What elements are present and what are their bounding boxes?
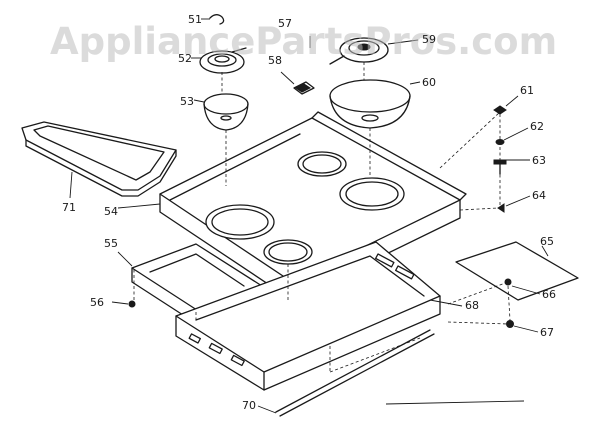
part-51-clip xyxy=(201,14,225,25)
baseline-rule xyxy=(385,400,525,405)
callout-64: 64 xyxy=(532,189,546,202)
part-64-clip xyxy=(497,195,531,213)
part-52-element xyxy=(191,47,247,74)
callout-62: 62 xyxy=(530,120,544,133)
callout-53: 53 xyxy=(180,95,194,108)
part-66-screw xyxy=(504,278,541,295)
callout-58: 58 xyxy=(268,54,282,67)
callout-67: 67 xyxy=(540,326,554,339)
callout-71: 71 xyxy=(62,201,76,214)
callout-68: 68 xyxy=(465,299,479,312)
part-61-screw xyxy=(493,95,519,115)
callout-54: 54 xyxy=(104,205,118,218)
callout-66: 66 xyxy=(542,288,556,301)
callout-55: 55 xyxy=(104,237,118,250)
part-65-panel xyxy=(455,241,579,301)
part-59-element xyxy=(329,37,419,65)
callout-56: 56 xyxy=(90,296,104,309)
part-58-terminal xyxy=(280,36,315,95)
assembly-lines xyxy=(133,62,511,373)
part-67-screw xyxy=(506,320,539,333)
part-68-chassis xyxy=(175,241,463,391)
callout-63: 63 xyxy=(532,154,546,167)
callout-51: 51 xyxy=(188,13,202,26)
part-60-drip-bowl xyxy=(329,79,421,129)
part-53-drip-bowl xyxy=(193,93,249,131)
watermark: AppliancePartsPros.com xyxy=(50,20,558,63)
callout-61: 61 xyxy=(520,84,534,97)
callout-70: 70 xyxy=(242,399,256,412)
callout-57: 57 xyxy=(278,17,292,30)
callout-65: 65 xyxy=(540,235,554,248)
part-54-cooktop xyxy=(117,111,467,301)
callout-59: 59 xyxy=(422,33,436,46)
part-63-bolt xyxy=(493,159,530,175)
callout-52: 52 xyxy=(178,52,192,65)
callout-60: 60 xyxy=(422,76,436,89)
part-56-screw xyxy=(111,300,136,308)
part-71-griddle xyxy=(21,121,177,197)
part-62-washer xyxy=(495,127,529,145)
